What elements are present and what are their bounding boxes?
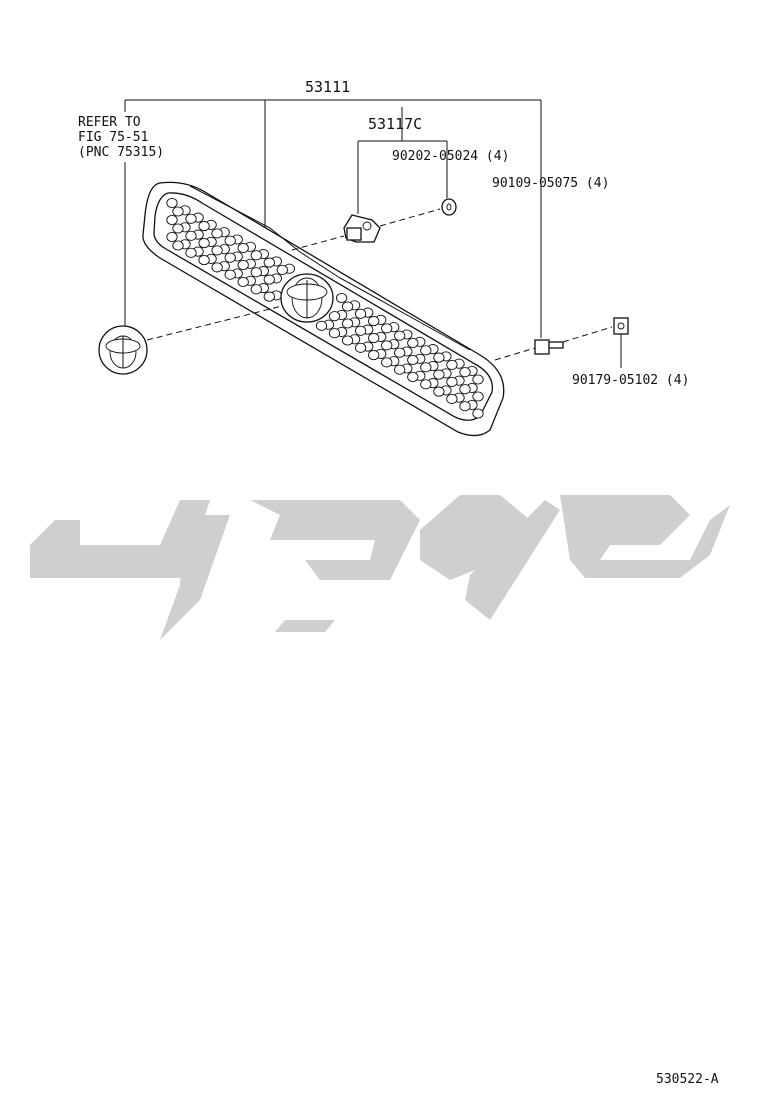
mesh-hole: [263, 291, 275, 302]
mesh-hole: [472, 374, 484, 385]
mesh-hole: [198, 221, 210, 232]
label-bracket: 53117C: [368, 115, 422, 133]
mesh-hole: [433, 369, 445, 380]
mesh-hole: [211, 228, 223, 239]
mesh-hole: [237, 276, 249, 288]
mesh-hole: [263, 274, 275, 285]
mesh-hole: [166, 231, 178, 243]
label-grille-assembly: 53111: [305, 78, 350, 96]
mesh-hole: [420, 379, 432, 390]
screw-part: [534, 339, 564, 355]
mesh-hole: [250, 267, 262, 278]
label-screw: 90109-05075 (4): [492, 176, 609, 191]
mesh-hole: [237, 242, 249, 254]
bracket-nut-part: [441, 198, 457, 216]
label-clip-nut: 90179-05102 (4): [572, 373, 689, 388]
label-bracket-nut: 90202-05024 (4): [392, 149, 509, 164]
reference-line-2: FIG 75-51: [78, 130, 148, 145]
assembly-lines: [146, 208, 613, 361]
reference-line-3: (PNC 75315): [78, 145, 164, 160]
mesh-hole: [166, 197, 178, 209]
mesh-hole: [341, 318, 354, 329]
mesh-hole: [459, 367, 471, 378]
mesh-hole: [185, 247, 197, 258]
mesh-hole: [341, 335, 354, 346]
mesh-hole: [354, 342, 367, 353]
mesh-hole: [237, 259, 249, 271]
mesh-hole: [459, 401, 471, 412]
mesh-hole: [420, 345, 432, 356]
mesh-hole: [185, 230, 197, 241]
mesh-hole: [276, 264, 288, 275]
mesh-hole: [224, 252, 236, 263]
mesh-hole: [198, 255, 210, 266]
figure-code: 530522-A: [656, 1072, 719, 1087]
leader-lines: [124, 99, 622, 368]
grille: [142, 181, 505, 437]
mesh-hole: [341, 301, 354, 312]
mesh-hole: [407, 337, 419, 349]
mesh-hole: [224, 235, 236, 246]
mesh-hole: [185, 213, 197, 224]
mesh-hole: [172, 223, 184, 234]
mesh-hole: [407, 371, 419, 383]
mesh-hole: [472, 391, 484, 402]
mesh-hole: [198, 238, 210, 249]
mesh-hole: [407, 354, 419, 366]
emblem: [98, 325, 148, 375]
mesh-hole: [166, 214, 178, 226]
clip-nut-part: [613, 317, 629, 335]
bracket-part: [343, 214, 381, 243]
mesh-hole: [433, 386, 445, 397]
mesh-hole: [315, 320, 328, 331]
mesh-hole: [472, 408, 484, 419]
mesh-hole: [263, 257, 275, 268]
mesh-hole: [394, 347, 406, 358]
mesh-hole: [381, 323, 393, 334]
mesh-hole: [250, 250, 262, 261]
mesh-hole: [328, 328, 341, 339]
mesh-hole: [420, 362, 432, 373]
mesh-hole: [172, 206, 184, 217]
grille-mesh: [166, 197, 484, 419]
mesh-hole: [459, 384, 471, 395]
mesh-hole: [394, 364, 406, 375]
mesh-hole: [446, 376, 458, 387]
mesh-hole: [368, 350, 380, 361]
mesh-hole: [381, 357, 393, 368]
mesh-hole: [381, 340, 393, 351]
mesh-hole: [433, 352, 445, 363]
mesh-hole: [211, 262, 223, 273]
mesh-hole: [446, 393, 458, 404]
mesh-hole: [446, 359, 458, 370]
watermark-logo: [30, 495, 730, 640]
mesh-hole: [368, 316, 380, 327]
mesh-hole: [354, 325, 367, 336]
mesh-hole: [172, 240, 184, 251]
mesh-hole: [328, 311, 341, 322]
mesh-hole: [224, 269, 236, 280]
reference-line-1: REFER TO: [78, 115, 141, 130]
mesh-hole: [394, 330, 406, 341]
mesh-hole: [211, 245, 223, 256]
mesh-hole: [335, 292, 348, 304]
mesh-hole: [354, 308, 367, 319]
mesh-hole: [368, 333, 380, 344]
mesh-hole: [250, 284, 262, 295]
